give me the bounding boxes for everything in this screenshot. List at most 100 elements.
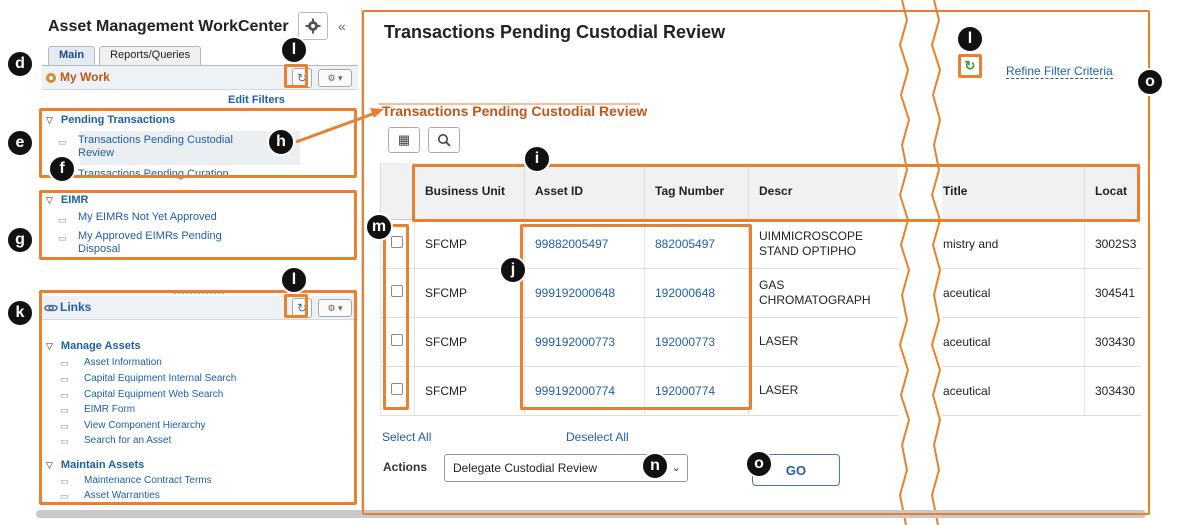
collapse-sidebar-button[interactable]: «	[338, 18, 346, 34]
select-all-link[interactable]: Select All	[382, 430, 432, 444]
eimr-label: EIMR	[60, 194, 89, 206]
maintain-assets-label: Maintain Assets	[60, 459, 145, 471]
settings-button[interactable]	[298, 12, 328, 40]
refresh-results-button[interactable]: ↻	[961, 57, 979, 75]
badge-m: m	[365, 213, 393, 241]
tag-number-link[interactable]: 192000648	[655, 285, 716, 300]
grid-title: Transactions Pending Custodial Review	[382, 103, 648, 119]
manage-assets-group[interactable]: ▽Manage Assets	[46, 340, 141, 352]
actions-selected-value: Delegate Custodial Review	[453, 461, 598, 475]
highlight-eimr	[39, 190, 357, 260]
link-search-for-an-asset[interactable]: Search for an Asset	[84, 435, 172, 446]
page-icon: ▭	[58, 137, 67, 147]
column-header-tag-number[interactable]: Tag Number	[644, 163, 749, 220]
links-options-button[interactable]: ⚙ ▾	[318, 299, 352, 317]
eimr-group[interactable]: ▽ EIMR	[46, 194, 88, 206]
highlight-refresh-my-work	[284, 64, 308, 88]
column-header-descr[interactable]: Descr	[748, 163, 899, 220]
asset-id-link[interactable]: 999192000773	[535, 334, 616, 349]
tab-divider	[42, 65, 358, 66]
row-select-checkbox[interactable]	[391, 236, 403, 248]
highlight-links	[39, 290, 357, 505]
workcenter-title: Asset Management WorkCenter	[48, 18, 289, 35]
cell-location: 304541	[1084, 268, 1141, 318]
page-icon: ▭	[58, 215, 67, 225]
options-gear-icon: ⚙ ▾	[327, 72, 343, 83]
cell-descr: LASER	[748, 366, 899, 416]
expand-triangle-icon: ▽	[46, 460, 53, 470]
nav-my-approved-eimrs-pending-disposal[interactable]: My Approved EIMRs Pending Disposal	[78, 230, 222, 255]
cell-location: 3002S3	[1084, 219, 1141, 269]
asset-id-link[interactable]: 99882005497	[535, 236, 609, 251]
highlight-grid-headers	[412, 164, 1140, 222]
pagelet-splitter[interactable]	[174, 292, 224, 294]
page-icon: ▭	[60, 374, 69, 384]
page-title: Transactions Pending Custodial Review	[384, 22, 726, 42]
link-maintenance-contract-terms[interactable]: Maintenance Contract Terms	[84, 475, 212, 486]
link-capital-equipment-web-search[interactable]: Capital Equipment Web Search	[84, 389, 224, 400]
tag-number-link[interactable]: 882005497	[655, 236, 716, 251]
badge-g: g	[6, 226, 34, 254]
asset-id-link[interactable]: 999192000774	[535, 383, 616, 398]
refresh-icon: ↻	[296, 71, 308, 85]
actions-label: Actions	[383, 460, 428, 474]
badge-n: n	[641, 452, 669, 480]
badge-k: k	[6, 299, 34, 327]
page-icon: ▭	[60, 358, 69, 368]
my-work-options-button[interactable]: ⚙ ▾	[318, 69, 352, 87]
tab-reports-queries[interactable]: Reports/Queries	[99, 46, 202, 66]
nav-transactions-pending-custodial-review[interactable]: Transactions Pending Custodial Review	[78, 134, 233, 159]
expand-triangle-icon: ▽	[46, 195, 53, 205]
torn-edge-graphic	[898, 0, 942, 525]
link-asset-warranties[interactable]: Asset Warranties	[84, 490, 160, 501]
cell-descr: UIMMICROSCOPE STAND OPTIPHO	[748, 219, 899, 269]
column-header-business-unit[interactable]: Business Unit	[414, 163, 525, 220]
deselect-all-link[interactable]: Deselect All	[566, 430, 629, 444]
link-view-component-hierarchy[interactable]: View Component Hierarchy	[84, 420, 206, 431]
row-select-checkbox[interactable]	[391, 383, 403, 395]
refine-filter-criteria-link[interactable]: Refine Filter Criteria	[1006, 64, 1113, 79]
my-work-title: My Work	[60, 70, 110, 84]
edit-filters-link[interactable]: Edit Filters	[228, 94, 285, 106]
badge-o-go: o	[745, 450, 773, 478]
manage-assets-label: Manage Assets	[60, 340, 141, 352]
search-icon	[438, 134, 451, 147]
personalize-grid-button[interactable]: ▦	[388, 127, 420, 153]
column-header-asset-id[interactable]: Asset ID	[524, 163, 645, 220]
pending-transactions-group[interactable]: ▽Pending Transactions	[46, 114, 175, 126]
tag-number-link[interactable]: 192000774	[655, 383, 716, 398]
row-select-checkbox[interactable]	[391, 285, 403, 297]
asset-id-link[interactable]: 999192000648	[535, 285, 616, 300]
table-row: SFCMP 99882005497 882005497 UIMMICROSCOP…	[380, 219, 1141, 269]
nav-my-eimrs-not-yet-approved[interactable]: My EIMRs Not Yet Approved	[78, 211, 217, 223]
my-work-icon	[46, 73, 56, 83]
row-select-checkbox[interactable]	[391, 334, 403, 346]
badge-i: i	[523, 145, 551, 173]
link-capital-equipment-internal-search[interactable]: Capital Equipment Internal Search	[84, 373, 237, 384]
page-icon: ▭	[60, 390, 69, 400]
badge-f: f	[48, 155, 76, 183]
badge-e: e	[6, 129, 34, 157]
selected-item-background	[80, 131, 300, 165]
main-panel-highlight	[362, 10, 1150, 515]
page-icon: ▭	[60, 436, 69, 446]
cell-business-unit: SFCMP	[414, 317, 525, 367]
workcenter-sidebar: Asset Management WorkCenter « Main Repor…	[36, 8, 362, 516]
page-icon: ▭	[60, 491, 69, 501]
page-icon: ▭	[58, 233, 67, 243]
badge-d: d	[6, 50, 34, 78]
tag-number-link[interactable]: 192000773	[655, 334, 716, 349]
select-column-header	[380, 163, 415, 220]
torn-edge-band	[898, 0, 942, 525]
badge-l-links: l	[280, 266, 308, 294]
badge-l-results: l	[956, 25, 984, 53]
find-in-grid-button[interactable]	[428, 127, 460, 153]
link-eimr-form[interactable]: EIMR Form	[84, 404, 136, 415]
highlight-row-checkboxes	[383, 224, 409, 410]
cell-business-unit: SFCMP	[414, 219, 525, 269]
link-asset-information[interactable]: Asset Information	[84, 357, 162, 368]
tab-main[interactable]: Main	[48, 46, 96, 66]
maintain-assets-group[interactable]: ▽ Maintain Assets	[46, 459, 144, 471]
highlight-refresh-links	[284, 294, 308, 318]
column-header-location[interactable]: Locat	[1084, 163, 1141, 220]
